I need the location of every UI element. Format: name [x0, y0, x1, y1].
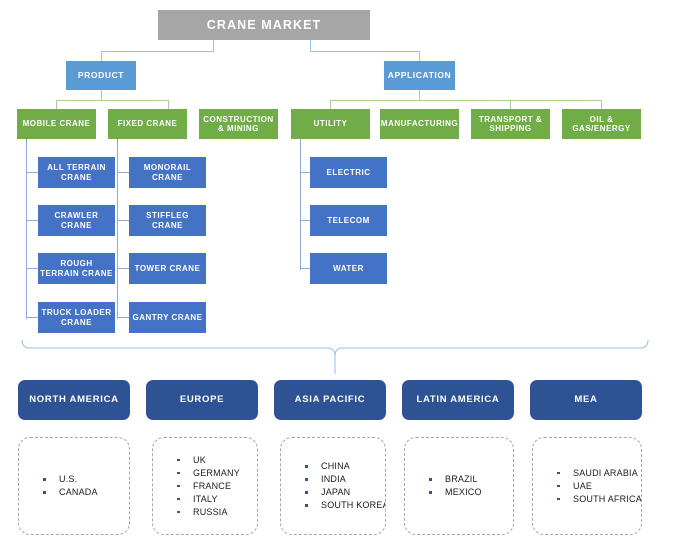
country-list-item: UK	[177, 454, 257, 467]
connector-utility-stub-3	[300, 268, 310, 269]
connector-product-drop	[101, 51, 102, 61]
country-list-north-america: U.S.CANADA	[19, 473, 129, 499]
segment-box-construction-mining[interactable]: CONSTRUCTION & MINING	[199, 109, 278, 139]
leaf-box-tower-crane[interactable]: TOWER CRANE	[129, 253, 206, 284]
region-box-europe[interactable]: EUROPE	[146, 380, 258, 420]
connector-fixed-stub-4	[117, 317, 129, 318]
connector-oil-gas-drop	[601, 100, 602, 109]
region-box-north-america[interactable]: NORTH AMERICA	[18, 380, 130, 420]
leaf-box-water[interactable]: WATER	[310, 253, 387, 284]
segment-box-mobile-crane[interactable]: MOBILE CRANE	[17, 109, 96, 139]
connector-root-right-bar	[310, 51, 420, 52]
connector-mobile-crane-drop	[56, 100, 57, 109]
connector-transport-drop	[510, 100, 511, 109]
connector-fixed-crane-drop	[168, 100, 169, 109]
country-list-item: MEXICO	[429, 486, 513, 499]
connector-mobile-stub-4	[26, 317, 38, 318]
country-panel-north-america: U.S.CANADA	[18, 437, 130, 535]
leaf-box-gantry-crane[interactable]: GANTRY CRANE	[129, 302, 206, 333]
leaf-box-stiffleg-crane[interactable]: STIFFLEG CRANE	[129, 205, 206, 236]
country-list-item: INDIA	[305, 473, 385, 486]
country-list-item: CHINA	[305, 460, 385, 473]
country-list-item: CANADA	[43, 486, 129, 499]
connector-fixed-trunk	[117, 139, 118, 319]
country-list-item: SAUDI ARABIA	[557, 467, 641, 480]
country-list-item: SOUTH KOREA	[305, 499, 385, 512]
connector-utility-stub-1	[300, 172, 310, 173]
connector-application-bar	[330, 100, 602, 101]
leaf-box-telecom[interactable]: TELECOM	[310, 205, 387, 236]
connector-mobile-stub-2	[26, 220, 38, 221]
country-list-item: UAE	[557, 480, 641, 493]
leaf-box-electric[interactable]: ELECTRIC	[310, 157, 387, 188]
category-box-application[interactable]: APPLICATION	[384, 61, 455, 90]
leaf-box-monorail-crane[interactable]: MONORAIL CRANE	[129, 157, 206, 188]
connector-mobile-stub-1	[26, 172, 38, 173]
connector-application-drop	[419, 51, 420, 61]
connector-product-stem	[101, 90, 102, 101]
leaf-box-rough-terrain-crane[interactable]: ROUGH TERRAIN CRANE	[38, 253, 115, 284]
connector-mobile-trunk	[26, 139, 27, 319]
segment-box-utility[interactable]: UTILITY	[291, 109, 370, 139]
connector-root-right-stem	[310, 40, 311, 52]
root-title-box[interactable]: CRANE MARKET	[158, 10, 370, 40]
category-box-product[interactable]: PRODUCT	[66, 61, 136, 90]
connector-application-stem	[419, 90, 420, 101]
segment-box-transport-shipping[interactable]: TRANSPORT & SHIPPING	[471, 109, 550, 139]
connector-fixed-stub-2	[117, 220, 129, 221]
connector-product-bar	[56, 100, 169, 101]
leaf-box-truck-loader-crane[interactable]: TRUCK LOADER CRANE	[38, 302, 115, 333]
connector-utility-stub-2	[300, 220, 310, 221]
region-box-asia-pacific[interactable]: ASIA PACIFIC	[274, 380, 386, 420]
country-list-item: U.S.	[43, 473, 129, 486]
leaf-box-crawler-crane[interactable]: CRAWLER CRANE	[38, 205, 115, 236]
country-list-item: RUSSIA	[177, 506, 257, 519]
country-list-item: GERMANY	[177, 467, 257, 480]
country-list-item: JAPAN	[305, 486, 385, 499]
connector-root-left-stem	[213, 40, 214, 52]
country-list-item: ITALY	[177, 493, 257, 506]
segment-box-oil-gas-energy[interactable]: OIL & GAS/ENERGY	[562, 109, 641, 139]
connector-fixed-stub-3	[117, 268, 129, 269]
connector-fixed-stub-1	[117, 172, 129, 173]
connector-utility-trunk	[300, 139, 301, 270]
country-list-item: BRAZIL	[429, 473, 513, 486]
region-box-latin-america[interactable]: LATIN AMERICA	[402, 380, 514, 420]
connector-mobile-stub-3	[26, 268, 38, 269]
connector-root-left-bar	[101, 51, 214, 52]
leaf-box-all-terrain-crane[interactable]: ALL TERRAIN CRANE	[38, 157, 115, 188]
country-list-item: FRANCE	[177, 480, 257, 493]
country-list-item: SOUTH AFRICA	[557, 493, 641, 506]
connector-utility-drop	[330, 100, 331, 109]
segment-box-manufacturing[interactable]: MANUFACTURING	[380, 109, 459, 139]
region-box-mea[interactable]: MEA	[530, 380, 642, 420]
segment-box-fixed-crane[interactable]: FIXED CRANE	[108, 109, 187, 139]
